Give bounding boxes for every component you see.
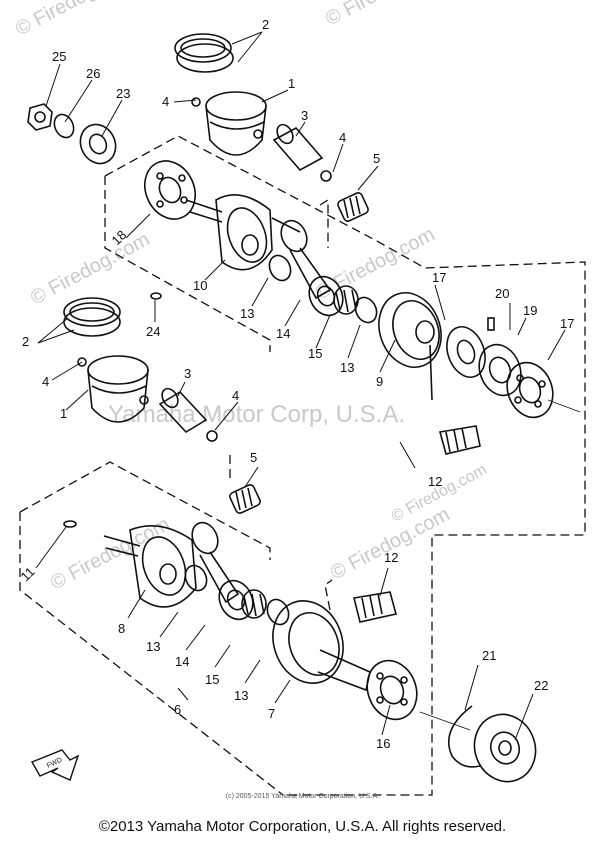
callout-label: 12 xyxy=(384,550,398,565)
callout-label: 17 xyxy=(432,270,446,285)
lower-crank-needle-bearing xyxy=(241,589,267,619)
upper-thrust-washer-right xyxy=(354,296,378,324)
callout-label: 8 xyxy=(118,621,125,636)
watermark-group: © Firedog.com © Firedog.com © Firedog.co… xyxy=(12,0,490,594)
copyright-footer: ©2013 Yamaha Motor Corporation, U.S.A. A… xyxy=(98,818,507,835)
center-axis-line xyxy=(547,399,581,413)
callout-label: 13 xyxy=(146,639,160,654)
callout-label: 3 xyxy=(184,366,191,381)
upper-needle-bearing xyxy=(337,192,369,222)
callout-label: 6 xyxy=(174,702,181,717)
watermark-firedog-mid-right: © Firedog.com xyxy=(312,223,438,304)
lower-clip-left xyxy=(77,357,87,367)
callout-label: 22 xyxy=(534,678,548,693)
callout-label: 19 xyxy=(523,303,537,318)
lower-crank-divider xyxy=(229,455,333,611)
watermark-firedog-top-left: © Firedog.com xyxy=(12,0,138,40)
callout-label: 21 xyxy=(482,648,496,663)
callout-label: 1 xyxy=(60,406,67,421)
lower-assembly-left-outline xyxy=(19,512,284,796)
callout-label: 25 xyxy=(52,49,66,64)
upper-piston-rings xyxy=(174,33,234,73)
lower-crankshaft xyxy=(103,524,197,608)
upper-thrust-washer-left xyxy=(268,254,292,282)
watermark-firedog-low-right: © Firedog.com xyxy=(327,503,453,584)
forward-label: FWD xyxy=(46,757,63,770)
lower-piston-rings xyxy=(63,297,121,337)
upper-crank-needle-bearing xyxy=(333,285,359,315)
callout-label: 14 xyxy=(276,326,290,341)
leader-line-group xyxy=(35,31,566,741)
upper-assembly-left-outline xyxy=(104,176,271,352)
washer xyxy=(53,113,75,139)
callout-label: 24 xyxy=(146,324,160,339)
upper-clip-left xyxy=(191,97,201,107)
upper-piston xyxy=(205,91,267,156)
center-crank-pin xyxy=(438,425,481,455)
callout-label: 4 xyxy=(339,130,346,145)
center-dowel xyxy=(487,317,495,331)
callout-label: 2 xyxy=(262,17,269,32)
callout-label: 13 xyxy=(240,306,254,321)
callout-label: 1 xyxy=(288,76,295,91)
callout-label: 10 xyxy=(193,278,207,293)
callout-label: 4 xyxy=(162,94,169,109)
assembly-outline-group xyxy=(19,135,586,796)
watermark-yamaha: Yamaha Motor Corp, U.S.A. xyxy=(108,401,405,428)
nut xyxy=(27,103,53,131)
callout-label: 13 xyxy=(340,360,354,375)
upper-crank-web xyxy=(378,292,442,401)
lower-key xyxy=(63,520,77,528)
watermark-firedog-top-right: © Firedog.com xyxy=(322,0,448,30)
callout-label: 17 xyxy=(560,316,574,331)
callout-label: 12 xyxy=(428,474,442,489)
lower-needle-bearing xyxy=(229,484,261,514)
upper-connecting-rod xyxy=(280,219,344,317)
callout-label: 5 xyxy=(250,450,257,465)
callout-label: 15 xyxy=(308,346,322,361)
center-bearing-one xyxy=(446,326,486,378)
lower-axis-line xyxy=(419,711,471,731)
callout-label: 5 xyxy=(373,151,380,166)
callout-label: 11 xyxy=(18,564,38,584)
lower-thrust-washer-right xyxy=(266,598,290,626)
callout-label: 20 xyxy=(495,286,509,301)
lower-crank-web xyxy=(272,600,371,692)
callout-label: 4 xyxy=(232,388,239,403)
lower-circlip xyxy=(447,705,481,768)
parts-group xyxy=(27,33,581,783)
upper-clip-right xyxy=(320,170,332,182)
callout-label: 13 xyxy=(234,688,248,703)
callout-label: 2 xyxy=(22,334,29,349)
lower-piston xyxy=(87,355,149,423)
key-clip xyxy=(150,292,162,300)
forward-arrow-icon: FWD xyxy=(30,749,80,781)
callout-label: 26 xyxy=(86,66,100,81)
callout-label: 23 xyxy=(116,86,130,101)
lower-connecting-rod xyxy=(191,521,254,621)
lower-clip-right xyxy=(206,430,218,442)
callout-label: 7 xyxy=(268,706,275,721)
lower-crank-pin xyxy=(353,591,397,623)
upper-assembly-outline xyxy=(104,135,586,796)
lower-piston-pin xyxy=(158,387,208,434)
callout-label: 16 xyxy=(376,736,390,751)
callout-label: 15 xyxy=(205,672,219,687)
callout-label: 14 xyxy=(175,654,189,669)
upper-crankshaft xyxy=(185,194,301,271)
oil-seal-left xyxy=(79,123,117,165)
upper-piston-pin xyxy=(272,123,324,172)
lower-main-bearing xyxy=(366,659,418,721)
callout-label: 9 xyxy=(376,374,383,389)
lower-oil-seal xyxy=(473,713,537,783)
callout-label: 4 xyxy=(42,374,49,389)
center-bearing-two xyxy=(506,361,554,419)
upper-crank-box-outline xyxy=(319,198,329,248)
callout-label: 3 xyxy=(301,108,308,123)
bearing-left xyxy=(144,160,196,220)
lower-thrust-washer-left xyxy=(184,564,208,592)
diagram-source-note: (c) 2005-2015 Yamaha Motor Corporation, … xyxy=(225,793,380,800)
